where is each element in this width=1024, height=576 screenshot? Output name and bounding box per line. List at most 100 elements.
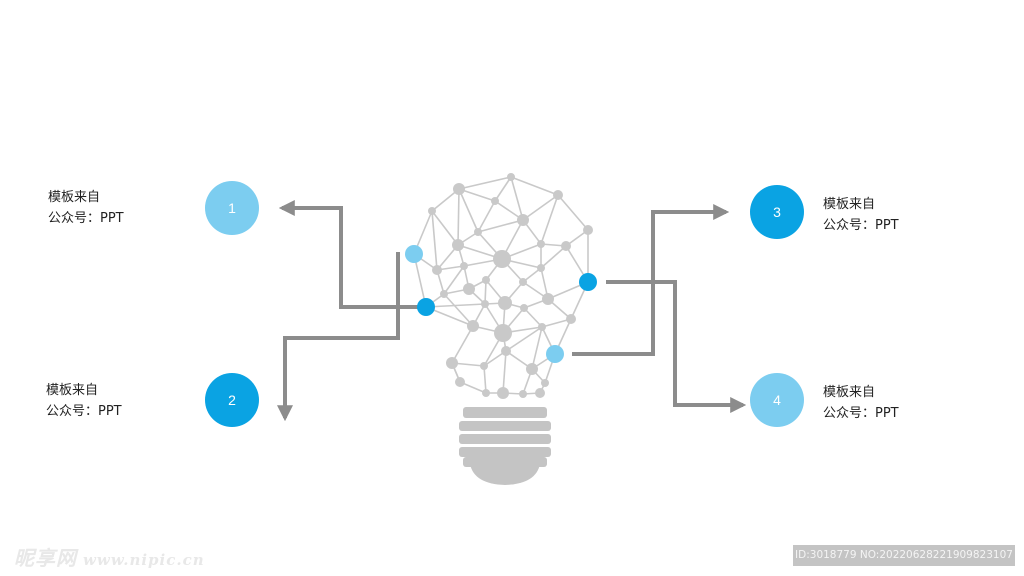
- mesh-line: [425, 303, 486, 308]
- step-3: 3: [750, 185, 804, 239]
- mesh-line: [484, 279, 487, 305]
- mesh-node: [520, 304, 528, 312]
- step-circle: [750, 185, 804, 239]
- step-2: 2: [205, 373, 259, 427]
- mesh-node: [453, 183, 465, 195]
- mesh-node: [526, 363, 538, 375]
- mesh-line: [494, 176, 512, 202]
- highlight-node: [417, 298, 435, 316]
- step-4: 4: [750, 373, 804, 427]
- mesh-node: [480, 362, 488, 370]
- mesh-line: [431, 210, 438, 271]
- highlight-node: [579, 273, 597, 291]
- mesh-node: [460, 262, 468, 270]
- mesh-node: [498, 296, 512, 310]
- mesh-line: [458, 188, 479, 233]
- mesh-node: [583, 225, 593, 235]
- mesh-line: [483, 365, 487, 394]
- step-4-label: 模板来自 公众号：PPT: [823, 382, 899, 424]
- watermark-brand: 昵享网: [14, 546, 77, 570]
- step-number: 4: [773, 392, 781, 408]
- watermark-url: www.nipic.cn: [83, 551, 205, 569]
- step-1-label: 模板来自 公众号：PPT: [48, 187, 124, 229]
- step-number: 1: [228, 200, 236, 216]
- mesh-node: [428, 207, 436, 215]
- mesh-node: [538, 323, 546, 331]
- mesh-node: [493, 250, 511, 268]
- mesh-node: [507, 173, 515, 181]
- bulb-base: [459, 407, 551, 485]
- mesh-line: [540, 194, 559, 245]
- mesh-node: [482, 276, 490, 284]
- arrow-to-1: [278, 200, 418, 309]
- label-line-2: 公众号：PPT: [823, 218, 899, 233]
- image-id-bar: ID:3018779 NO:20220628221909823107: [793, 545, 1015, 566]
- mesh-line: [477, 200, 496, 233]
- highlight-node: [546, 345, 564, 363]
- mesh-line: [443, 293, 474, 327]
- mesh-node: [535, 388, 545, 398]
- mesh-line: [540, 245, 567, 269]
- mesh-line: [458, 176, 512, 190]
- step-number: 3: [773, 204, 781, 220]
- label-line-1: 模板来自: [823, 385, 876, 400]
- step-2-label: 模板来自 公众号：PPT: [46, 380, 122, 422]
- mesh-line: [443, 265, 465, 295]
- mesh-node: [517, 214, 529, 226]
- mesh-line: [431, 210, 459, 246]
- mesh-line: [413, 253, 427, 308]
- mesh-node: [519, 390, 527, 398]
- step-3-label: 模板来自 公众号：PPT: [823, 194, 899, 236]
- mesh-node: [553, 190, 563, 200]
- mesh-line: [531, 326, 543, 370]
- mesh-node: [467, 320, 479, 332]
- mesh-node: [566, 314, 576, 324]
- label-line-2: 公众号：PPT: [48, 211, 124, 226]
- label-line-1: 模板来自: [46, 383, 99, 398]
- label-line-2: 公众号：PPT: [46, 404, 122, 419]
- mesh-node: [542, 293, 554, 305]
- step-circle: [205, 373, 259, 427]
- mesh-line: [541, 318, 572, 328]
- mesh-node: [432, 265, 442, 275]
- mesh-line: [477, 219, 524, 233]
- label-line-1: 模板来自: [48, 190, 101, 205]
- mesh-node: [541, 379, 549, 387]
- mesh-line: [505, 326, 543, 352]
- mesh-node: [519, 278, 527, 286]
- mesh-node: [537, 240, 545, 248]
- mesh-line: [522, 194, 559, 221]
- mesh-line: [523, 307, 543, 328]
- watermark: 昵享网 www.nipic.cn: [14, 542, 205, 571]
- mesh-line: [451, 325, 474, 364]
- mesh-line: [457, 188, 460, 246]
- mesh-node: [494, 324, 512, 342]
- mesh-line: [458, 188, 496, 202]
- step-1: 1: [205, 181, 259, 235]
- arrow-to-4: [606, 280, 747, 413]
- arrow-to-2: [277, 252, 400, 422]
- step-circle: [205, 181, 259, 235]
- highlight-node: [405, 245, 423, 263]
- mesh-line: [502, 350, 507, 394]
- mesh-node: [452, 239, 464, 251]
- mesh-node: [440, 290, 448, 298]
- mesh-node: [463, 283, 475, 295]
- mesh-node: [537, 264, 545, 272]
- step-circle: [750, 373, 804, 427]
- mesh-node: [482, 389, 490, 397]
- mesh-line: [510, 176, 524, 221]
- mesh-node: [474, 228, 482, 236]
- mesh-line: [510, 176, 559, 196]
- mesh-node: [497, 387, 509, 399]
- label-line-1: 模板来自: [823, 197, 876, 212]
- mesh-node: [446, 357, 458, 369]
- mesh-node: [491, 197, 499, 205]
- mesh-node: [561, 241, 571, 251]
- mesh-node: [501, 346, 511, 356]
- step-number: 2: [228, 392, 236, 408]
- mesh-node: [455, 377, 465, 387]
- mesh-line: [557, 194, 589, 231]
- mesh-node: [481, 300, 489, 308]
